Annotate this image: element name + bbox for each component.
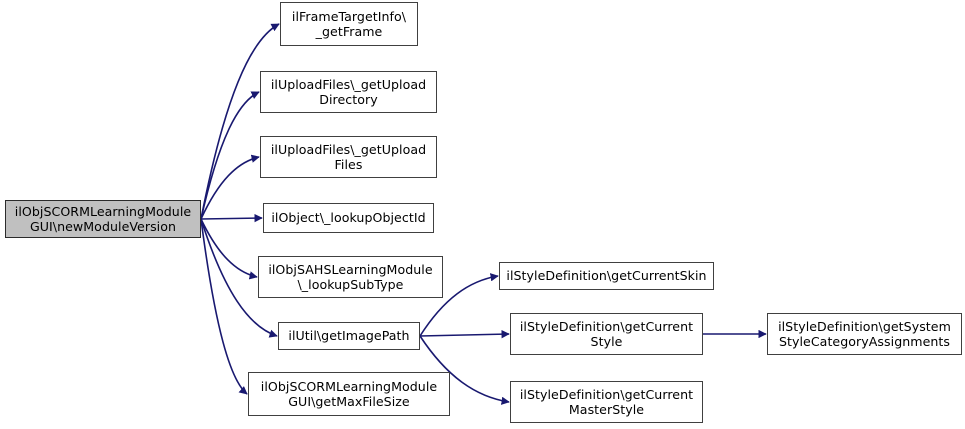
graph-node-lookup-object-id[interactable]: ilObject\_lookupObjectId	[263, 203, 434, 233]
graph-node-label: ilStyleDefinition\getCurrent MasterStyle	[519, 386, 694, 418]
graph-node-label: ilStyleDefinition\getCurrent Style	[519, 318, 694, 350]
graph-node-lookup-sub-type[interactable]: ilObjSAHSLearningModule \_lookupSubType	[258, 256, 443, 298]
graph-node-label: ilUploadFiles\_getUpload Files	[270, 141, 427, 173]
graph-node-get-max-file-size[interactable]: ilObjSCORMLearningModule GUI\getMaxFileS…	[248, 372, 450, 416]
graph-node-get-image-path[interactable]: ilUtil\getImagePath	[278, 322, 420, 350]
graph-edge-source-to-lookup-sub-type	[200, 218, 258, 280]
graph-node-get-system-style-category-assignments[interactable]: ilStyleDefinition\getSystem StyleCategor…	[767, 313, 962, 355]
graph-node-get-upload-directory[interactable]: ilUploadFiles\_getUpload Directory	[260, 71, 437, 113]
graph-edge-source-to-lookup-object-id	[200, 213, 263, 223]
graph-node-label: ilObject\_lookupObjectId	[271, 210, 426, 226]
graph-node-label: ilFrameTargetInfo\ _getFrame	[291, 8, 407, 40]
graph-node-label: ilUploadFiles\_getUpload Directory	[270, 76, 427, 108]
graph-edge-get-image-path-to-get-current-style	[419, 330, 510, 339]
graph-node-label: ilObjSCORMLearningModule GUI\newModuleVe…	[14, 203, 192, 235]
graph-node-label: ilObjSCORMLearningModule GUI\getMaxFileS…	[260, 378, 438, 410]
graph-node-label: ilObjSAHSLearningModule \_lookupSubType	[268, 261, 433, 293]
graph-node-get-current-skin[interactable]: ilStyleDefinition\getCurrentSkin	[499, 262, 714, 290]
graph-node-get-current-style[interactable]: ilStyleDefinition\getCurrent Style	[510, 313, 703, 355]
graph-edge-source-to-get-frame	[200, 23, 280, 220]
graph-node-label: ilStyleDefinition\getCurrentSkin	[506, 268, 707, 284]
graph-node-get-upload-files[interactable]: ilUploadFiles\_getUpload Files	[260, 136, 437, 178]
graph-node-get-current-master-style[interactable]: ilStyleDefinition\getCurrent MasterStyle	[510, 381, 703, 423]
graph-edge-source-to-get-upload-directory	[200, 91, 260, 220]
graph-node-get-frame[interactable]: ilFrameTargetInfo\ _getFrame	[280, 2, 418, 46]
graph-edge-source-to-get-upload-files	[200, 154, 260, 220]
graph-node-label: ilStyleDefinition\getSystem StyleCategor…	[778, 318, 951, 350]
graph-edge-source-to-get-max-file-size	[200, 218, 248, 395]
graph-node-source[interactable]: ilObjSCORMLearningModule GUI\newModuleVe…	[5, 200, 201, 238]
graph-node-label: ilUtil\getImagePath	[288, 328, 410, 344]
